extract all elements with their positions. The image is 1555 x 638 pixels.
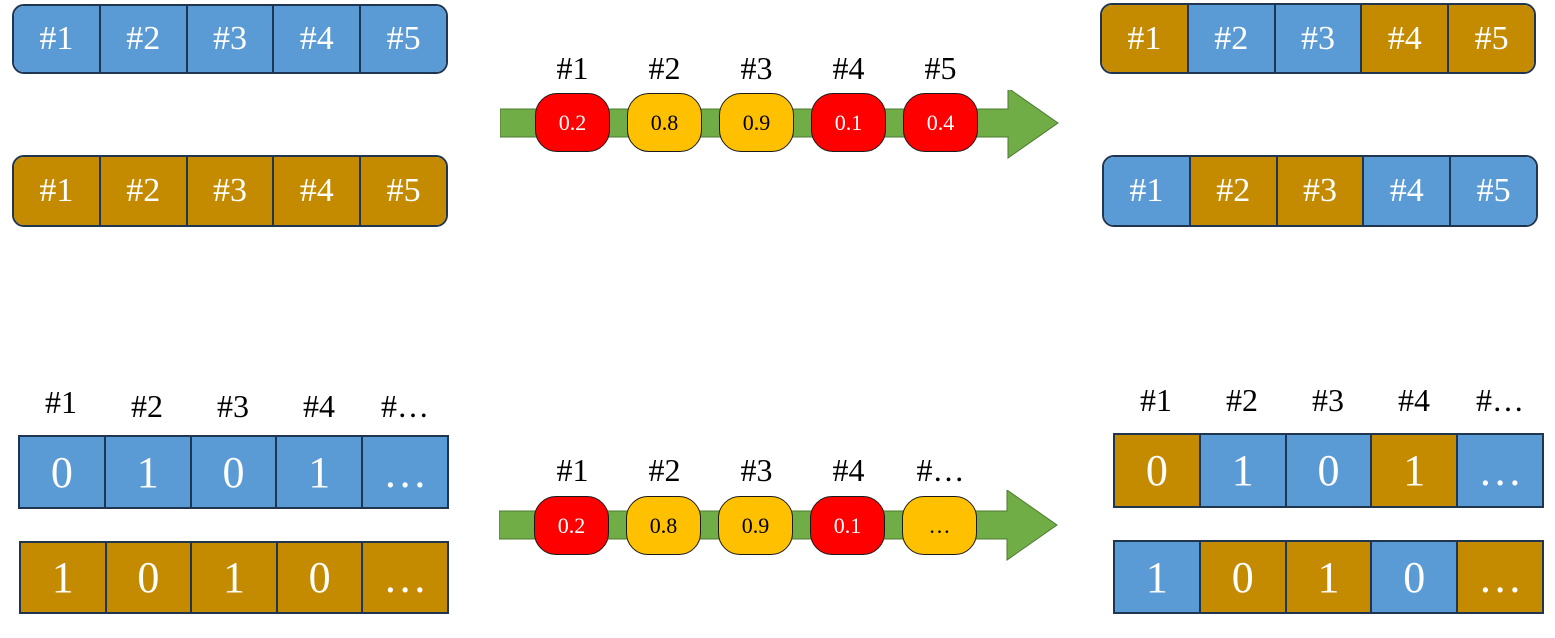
gene-cell: #5 (1447, 5, 1534, 72)
bit-cell: … (1456, 542, 1542, 612)
bit-cell: 1 (1198, 435, 1285, 506)
gene-cell: #3 (185, 6, 273, 72)
mask-probability-pill: 0.1 (810, 496, 885, 555)
mask-probability-pill: 0.4 (903, 93, 978, 152)
gene-cell: #2 (1186, 5, 1274, 72)
bottom-child-strip-2: 1 0 1 0 … (1113, 540, 1544, 614)
bottom-mask-arrow: 0.2 0.8 0.9 0.1 … (499, 490, 1059, 562)
gene-cell: #2 (98, 6, 186, 72)
top-parent-strip-2: #1 #2 #3 #4 #5 (12, 155, 448, 227)
position-header: #3 (1312, 382, 1344, 418)
position-header: #… (1476, 382, 1524, 418)
position-header: #1 (45, 384, 77, 420)
position-header: #4 (1398, 382, 1430, 418)
gene-cell: #5 (1449, 157, 1536, 225)
mask-label: #4 (832, 452, 865, 488)
gene-cell: #4 (272, 6, 360, 72)
bottom-child-strip-1: 0 1 0 1 … (1113, 433, 1544, 508)
position-header: #2 (1226, 382, 1258, 418)
bit-cell: 0 (104, 543, 191, 612)
bit-cell: 1 (1370, 435, 1457, 506)
bottom-right-headers: #1 #2 #3 #4 #… (1113, 382, 1543, 419)
gene-cell: #5 (359, 6, 446, 72)
gene-cell: #1 (14, 157, 99, 225)
mask-label: #4 (832, 50, 865, 86)
mask-label: #2 (648, 452, 681, 488)
position-header: #4 (303, 388, 335, 424)
gene-cell: #1 (1102, 5, 1187, 72)
bit-cell: 1 (275, 437, 362, 507)
top-mask-arrow: 0.2 0.8 0.9 0.1 0.4 (500, 90, 1060, 160)
mask-probability-pill: 0.2 (534, 496, 609, 555)
top-parent-strip-1: #1 #2 #3 #4 #5 (12, 4, 448, 74)
mask-label: #3 (740, 452, 773, 488)
bottom-left-headers: #1 #2 #3 #4 #… (18, 384, 448, 425)
gene-cell: #2 (98, 157, 186, 225)
gene-cell: #3 (185, 157, 273, 225)
bit-cell: 1 (103, 437, 190, 507)
gene-cell: #4 (1362, 157, 1450, 225)
mask-label: #5 (924, 50, 957, 86)
bit-cell: 1 (190, 543, 276, 612)
mask-label: #1 (556, 50, 589, 86)
gene-cell: #3 (1275, 157, 1363, 225)
mask-probability-pill: 0.1 (811, 93, 886, 152)
gene-cell: #4 (1360, 5, 1448, 72)
mask-probability-pill: 0.8 (626, 496, 701, 555)
mask-label: #3 (740, 50, 773, 86)
bit-cell: 0 (1198, 542, 1285, 612)
gene-cell: #3 (1273, 5, 1361, 72)
bit-cell: 1 (1115, 542, 1199, 612)
gene-cell: #5 (359, 157, 446, 225)
bit-cell: 1 (1284, 542, 1371, 612)
mask-probability-pill: 0.9 (718, 496, 793, 555)
bottom-parent-strip-1: 0 1 0 1 … (18, 435, 449, 509)
mask-label: #… (916, 452, 965, 488)
bit-cell: 0 (1115, 435, 1199, 506)
bit-cell: 0 (275, 543, 362, 612)
gene-cell: #4 (272, 157, 360, 225)
mask-probability-pill: … (902, 496, 977, 555)
position-header: #2 (131, 388, 163, 424)
bit-cell: … (361, 543, 447, 612)
mask-probability-pill: 0.9 (719, 93, 794, 152)
mask-label: #2 (648, 50, 681, 86)
bottom-mask-labels: #1 #2 #3 #4 #… (535, 452, 978, 489)
bit-cell: 0 (189, 437, 276, 507)
mask-probability-pill: 0.2 (535, 93, 610, 152)
bit-cell: … (361, 437, 447, 507)
bit-cell: 1 (21, 543, 105, 612)
gene-cell: #1 (1104, 157, 1189, 225)
mask-probability-pill: 0.8 (627, 93, 702, 152)
position-header: #… (381, 388, 429, 424)
bottom-parent-strip-2: 1 0 1 0 … (19, 541, 449, 614)
bit-cell: 0 (1284, 435, 1371, 506)
top-child-strip-2: #1 #2 #3 #4 #5 (1102, 155, 1538, 227)
mask-label: #1 (556, 452, 589, 488)
top-child-strip-1: #1 #2 #3 #4 #5 (1100, 3, 1536, 74)
bit-cell: 0 (1370, 542, 1457, 612)
top-mask-labels: #1 #2 #3 #4 #5 (535, 50, 978, 87)
bit-cell: … (1456, 435, 1542, 506)
position-header: #3 (217, 388, 249, 424)
bit-cell: 0 (20, 437, 104, 507)
gene-cell: #1 (14, 6, 99, 72)
gene-cell: #2 (1188, 157, 1276, 225)
position-header: #1 (1140, 382, 1172, 418)
